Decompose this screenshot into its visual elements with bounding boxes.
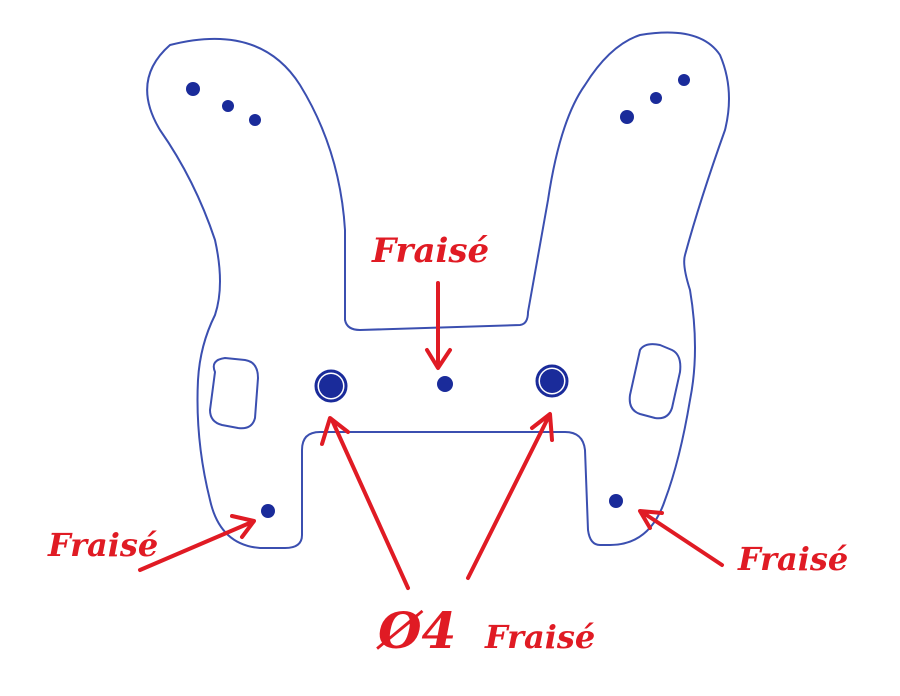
arrow-center bbox=[425, 281, 452, 370]
right-slot bbox=[628, 343, 682, 420]
hole-upper-right-3 bbox=[620, 110, 634, 124]
hole-bottom-left bbox=[261, 504, 275, 518]
label-top-center: Fraisé bbox=[371, 231, 489, 271]
arrow-left bbox=[138, 514, 256, 572]
arrow-diameter-left bbox=[320, 416, 410, 590]
label-right: Fraisé bbox=[737, 540, 848, 578]
left-slot bbox=[209, 357, 259, 430]
hole-center bbox=[437, 376, 453, 392]
plate-outline bbox=[146, 31, 730, 549]
label-bottom-right: Fraisé bbox=[484, 618, 595, 656]
hole-large-left bbox=[319, 374, 343, 398]
hole-upper-left-3 bbox=[249, 114, 261, 126]
hole-large-right-ring bbox=[535, 364, 569, 398]
hole-upper-right-2 bbox=[650, 92, 662, 104]
arrow-diameter-right bbox=[466, 412, 554, 580]
hole-large-left-ring bbox=[314, 369, 348, 403]
hole-upper-right-1 bbox=[678, 74, 690, 86]
label-left: Fraisé bbox=[47, 526, 158, 564]
hole-upper-left-1 bbox=[186, 82, 200, 96]
arrow-right bbox=[638, 509, 724, 567]
hole-bottom-right bbox=[609, 494, 623, 508]
hole-upper-left-2 bbox=[222, 100, 234, 112]
label-diameter: Ø4 bbox=[376, 601, 456, 660]
hole-large-right bbox=[540, 369, 564, 393]
